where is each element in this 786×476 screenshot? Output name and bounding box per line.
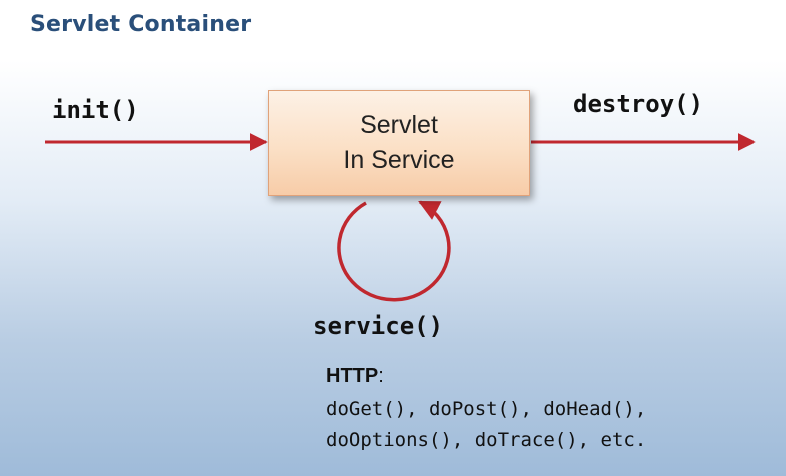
box-label-servlet: Servlet [360, 111, 438, 139]
http-heading: HTTP: [326, 362, 646, 390]
destroy-method-label: destroy() [573, 90, 704, 118]
service-loop-arrow [337, 200, 451, 302]
box-label-in-service: In Service [343, 146, 455, 174]
servlet-in-service-box: Servlet In Service [268, 90, 530, 196]
service-method-label: service() [313, 312, 444, 340]
http-heading-colon: : [378, 365, 384, 387]
http-methods-block: HTTP: doGet(), doPost(), doHead(), doOpt… [326, 362, 646, 456]
diagram-title: Servlet Container [30, 12, 252, 37]
http-methods-line-1: doGet(), doPost(), doHead(), [326, 398, 647, 420]
http-heading-text: HTTP [326, 365, 379, 387]
init-method-label: init() [52, 96, 139, 124]
http-methods-line-2: doOptions(), doTrace(), etc. [326, 429, 647, 451]
